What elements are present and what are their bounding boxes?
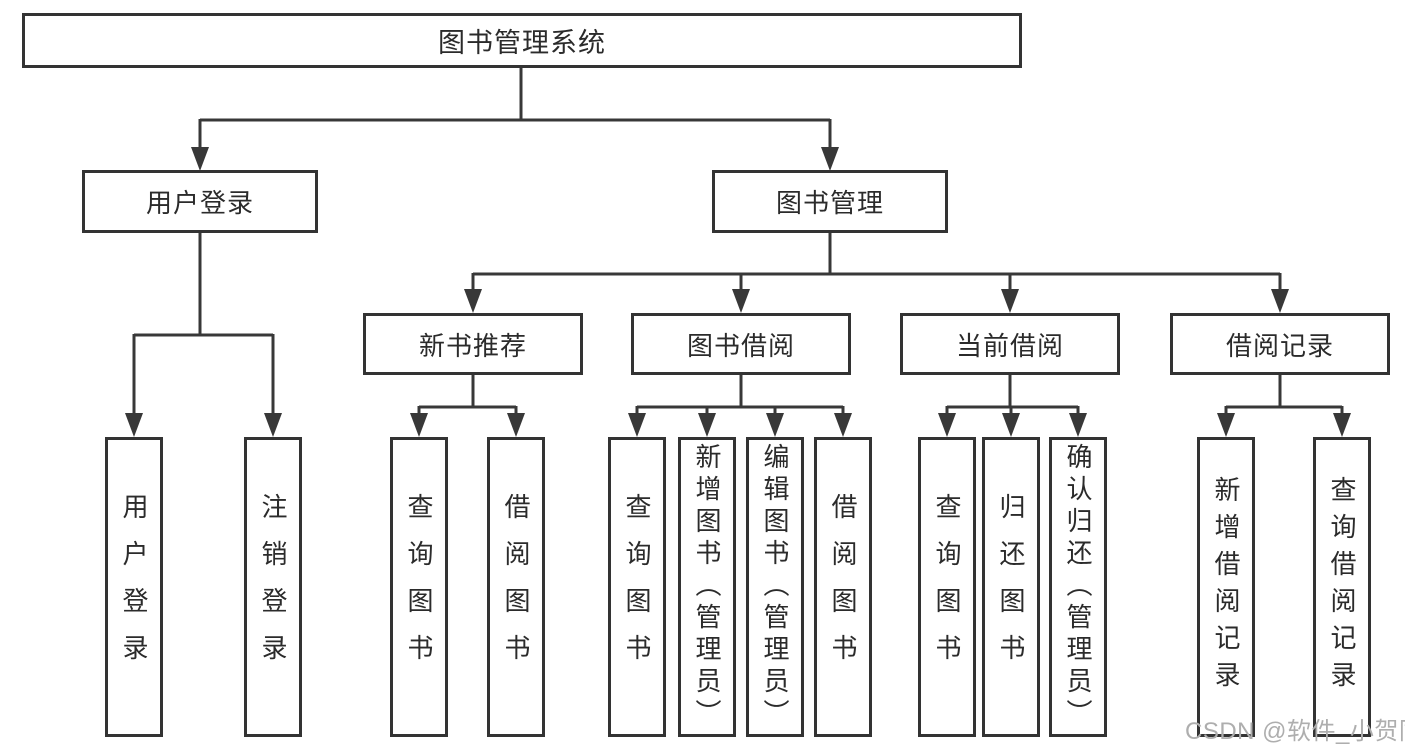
leaf-borrow-book-borrowing: 借阅图书 bbox=[814, 437, 872, 737]
leaf-borrow-book-recommendation: 借阅图书 bbox=[487, 437, 545, 737]
node-new-book-recommendation: 新书推荐 bbox=[363, 313, 583, 375]
leaf-query-book-recommendation-label: 查询图书 bbox=[404, 493, 434, 681]
leaf-query-book-current-label: 查询图书 bbox=[932, 493, 962, 681]
leaf-borrow-book-borrowing-label: 借阅图书 bbox=[828, 493, 858, 681]
leaf-add-book-admin: 新增图书（管理员） bbox=[678, 437, 736, 737]
leaf-logout: 注销登录 bbox=[244, 437, 302, 737]
leaf-confirm-return-admin: 确认归还（管理员） bbox=[1049, 437, 1107, 737]
node-new-book-recommendation-label: 新书推荐 bbox=[418, 330, 527, 361]
node-root-book-management-system: 图书管理系统 bbox=[22, 13, 1022, 68]
leaf-edit-book-admin: 编辑图书（管理员） bbox=[746, 437, 804, 737]
node-borrowing-records: 借阅记录 bbox=[1170, 313, 1390, 375]
leaf-query-book-borrowing: 查询图书 bbox=[608, 437, 666, 737]
node-user-login: 用户登录 bbox=[82, 170, 318, 233]
node-book-management: 图书管理 bbox=[712, 170, 948, 233]
node-borrowing-records-label: 借阅记录 bbox=[1225, 330, 1334, 361]
node-book-management-label: 图书管理 bbox=[775, 188, 884, 218]
leaf-logout-label: 注销登录 bbox=[258, 493, 288, 681]
leaf-query-book-current: 查询图书 bbox=[918, 437, 976, 737]
leaf-borrow-book-recommendation-label: 借阅图书 bbox=[501, 493, 531, 681]
leaf-query-borrow-record: 查询借阅记录 bbox=[1313, 437, 1371, 737]
leaf-query-book-recommendation: 查询图书 bbox=[390, 437, 448, 737]
csdn-watermark: CSDN @软件_小贺同学 bbox=[1185, 718, 1405, 745]
leaf-return-book-label: 归还图书 bbox=[996, 493, 1026, 681]
node-book-borrowing: 图书借阅 bbox=[631, 313, 851, 375]
leaf-query-book-borrowing-label: 查询图书 bbox=[622, 493, 652, 681]
leaf-add-borrow-record: 新增借阅记录 bbox=[1197, 437, 1255, 737]
node-current-borrowing-label: 当前借阅 bbox=[955, 330, 1064, 361]
leaf-user-login: 用户登录 bbox=[105, 437, 163, 737]
leaf-user-login-label: 用户登录 bbox=[119, 493, 149, 681]
leaf-confirm-return-admin-label: 确认归还（管理员） bbox=[1063, 443, 1093, 731]
leaf-edit-book-admin-label: 编辑图书（管理员） bbox=[760, 443, 790, 731]
leaf-return-book: 归还图书 bbox=[982, 437, 1040, 737]
leaf-add-borrow-record-label: 新增借阅记录 bbox=[1211, 476, 1241, 698]
node-book-borrowing-label: 图书借阅 bbox=[686, 330, 795, 361]
leaf-query-borrow-record-label: 查询借阅记录 bbox=[1327, 476, 1357, 698]
node-root-label: 图书管理系统 bbox=[438, 28, 606, 58]
node-current-borrowing: 当前借阅 bbox=[900, 313, 1120, 375]
node-user-login-label: 用户登录 bbox=[145, 188, 254, 218]
leaf-add-book-admin-label: 新增图书（管理员） bbox=[692, 443, 722, 731]
